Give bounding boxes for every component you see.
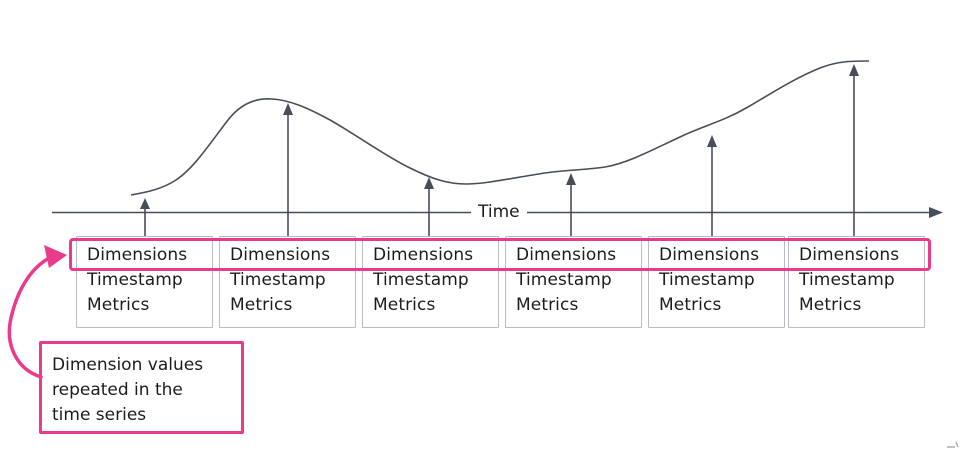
record-box-4: Dimensions Timestamp Metrics [505,236,642,328]
sample-arrow-5 [707,135,717,236]
time-series-curve [130,60,870,196]
callout-text-line: repeated in the [52,380,183,400]
record-metrics-label: Metrics [373,295,436,315]
record-metrics-label: Metrics [516,295,579,315]
record-metrics-label: Metrics [87,295,150,315]
sample-arrowhead-icon [140,198,150,209]
callout-text-line: time series [52,405,147,425]
record-box-6: Dimensions Timestamp Metrics [788,236,925,328]
record-dimensions-label: Dimensions [516,245,617,265]
time-axis-label: Time [471,202,527,223]
sample-arrowhead-icon [424,177,434,189]
record-dimensions-label: Dimensions [373,245,474,265]
record-timestamp-label: Timestamp [373,270,469,290]
record-dimensions-label: Dimensions [230,245,331,265]
callout-text-line: Dimension values [52,355,204,375]
record-timestamp-label: Timestamp [516,270,612,290]
time-axis-arrowhead-icon [929,207,943,218]
callout-box: Dimension values repeated in the time se… [39,341,244,434]
sample-arrowhead-icon [566,173,576,185]
sample-arrowhead-icon [707,135,717,147]
corner-artifact [947,441,959,448]
sample-arrowhead-icon [283,103,293,115]
sample-arrow-4 [566,173,576,236]
record-box-1: Dimensions Timestamp Metrics [76,236,213,328]
sample-arrow-1 [140,198,150,236]
record-timestamp-label: Timestamp [230,270,326,290]
dimensions-highlight-frame [69,238,931,271]
record-timestamp-label: Timestamp [87,270,183,290]
record-timestamp-label: Timestamp [799,270,895,290]
record-box-2: Dimensions Timestamp Metrics [219,236,356,328]
record-metrics-label: Metrics [659,295,722,315]
sample-arrow-3 [424,177,434,236]
callout-connector-arrowhead-icon [44,245,67,268]
record-box-3: Dimensions Timestamp Metrics [362,236,499,328]
sample-arrow-6 [849,64,859,236]
record-box-5: Dimensions Timestamp Metrics [648,236,785,328]
record-timestamp-label: Timestamp [659,270,755,290]
record-dimensions-label: Dimensions [87,245,188,265]
record-metrics-label: Metrics [799,295,862,315]
sample-arrow-2 [283,103,293,236]
record-metrics-label: Metrics [230,295,293,315]
record-dimensions-label: Dimensions [659,245,760,265]
record-dimensions-label: Dimensions [799,245,900,265]
sample-arrowhead-icon [849,64,859,76]
